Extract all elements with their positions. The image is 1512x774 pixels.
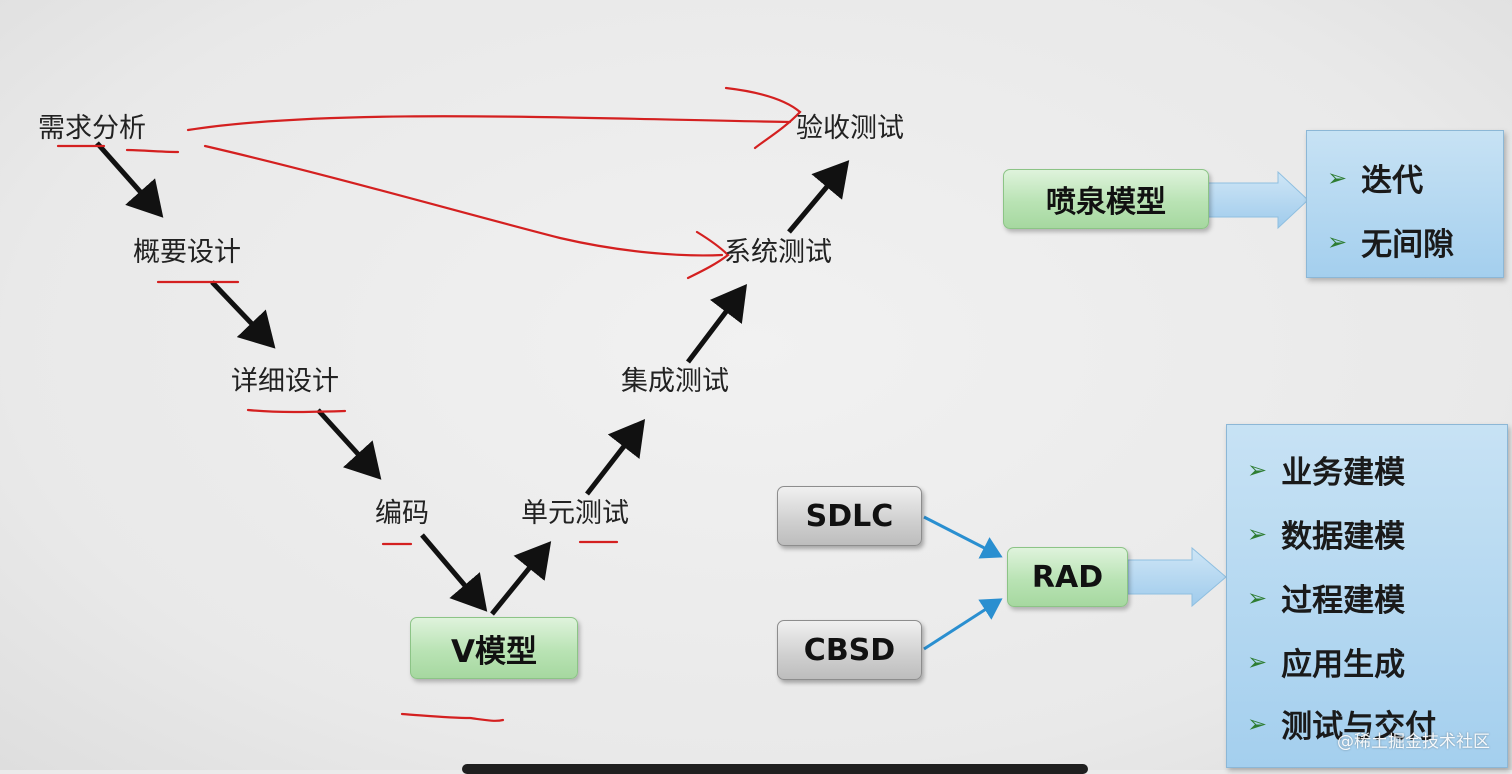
arrow-bullet-icon: ➢ [1247,455,1268,484]
stage-acceptance-test: 验收测试 [796,113,904,144]
arrow-integration-to-system [686,284,748,364]
arrow-outline-to-detailed [210,280,276,349]
stage-detailed-design: 详细设计 [231,366,339,397]
red-annotations [56,86,802,722]
red-underline-bottom [400,712,505,722]
arrow-unit-to-integration [585,419,646,496]
arrow-bullet-icon: ➢ [1327,163,1348,192]
feature-label: 无间隙 [1361,227,1455,263]
watermark: @稀土掘金技术社区 [1337,732,1490,752]
arrow-sdlc-to-rad [923,515,1003,559]
stage-outline-design: 概要设计 [133,237,241,268]
stage-coding: 编码 [375,498,429,529]
fountain-features-panel: ➢ 迭代 ➢ 无间隙 [1306,130,1504,278]
stage-requirements: 需求分析 [38,113,146,144]
feature-label: 数据建模 [1281,519,1406,555]
red-underline-requirements-2 [125,148,180,154]
block-arrow-rad [1127,546,1227,608]
stage-integration-test: 集成测试 [621,366,729,397]
v-model-label: V模型 [410,617,578,679]
fountain-feature-iterate: ➢ 迭代 [1327,155,1423,200]
rad-features-panel: ➢ 业务建模 ➢ 数据建模 ➢ 过程建模 ➢ 应用生成 ➢ 测试与交付 [1226,424,1508,768]
arrow-detailed-to-coding [316,408,382,480]
feature-label: 业务建模 [1281,455,1406,491]
red-curve-outline-to-system [203,144,724,257]
rad-feature-app-generation: ➢ 应用生成 [1247,639,1405,684]
feature-label: 迭代 [1361,163,1424,199]
rad-feature-test-delivery: ➢ 测试与交付 [1247,701,1436,746]
arrow-bullet-icon: ➢ [1247,583,1268,612]
fountain-model-label: 喷泉模型 [1003,169,1209,229]
stage-unit-test: 单元测试 [521,498,629,529]
red-arrowhead-system [686,230,730,280]
sdlc-box: SDLC [777,486,922,546]
arrow-bullet-icon: ➢ [1247,709,1268,738]
arrow-bullet-icon: ➢ [1247,647,1268,676]
red-underline-detailed [246,408,347,414]
fountain-feature-seamless: ➢ 无间隙 [1327,219,1454,264]
arrow-system-to-acceptance [787,160,850,234]
feature-label: 测试与交付 [1281,709,1437,745]
red-arrowhead-acceptance [724,86,802,150]
arrow-bottom-to-unit [490,541,552,616]
arrow-requirements-to-outline [95,141,164,218]
rad-feature-business-modeling: ➢ 业务建模 [1247,447,1405,492]
red-curve-requirements-to-acceptance [186,115,792,132]
bottom-bar [462,764,1088,774]
rad-feature-data-modeling: ➢ 数据建模 [1247,511,1405,556]
rad-label: RAD [1007,547,1128,607]
arrow-cbsd-to-rad [923,598,1003,651]
arrow-bullet-icon: ➢ [1247,519,1268,548]
feature-label: 应用生成 [1281,647,1406,683]
cbsd-box: CBSD [777,620,922,680]
feature-label: 过程建模 [1281,583,1406,619]
arrow-coding-to-bottom [420,533,488,612]
arrow-bullet-icon: ➢ [1327,227,1348,256]
block-arrow-fountain [1207,170,1309,230]
rad-feature-process-modeling: ➢ 过程建模 [1247,575,1405,620]
stage-system-test: 系统测试 [724,237,832,268]
